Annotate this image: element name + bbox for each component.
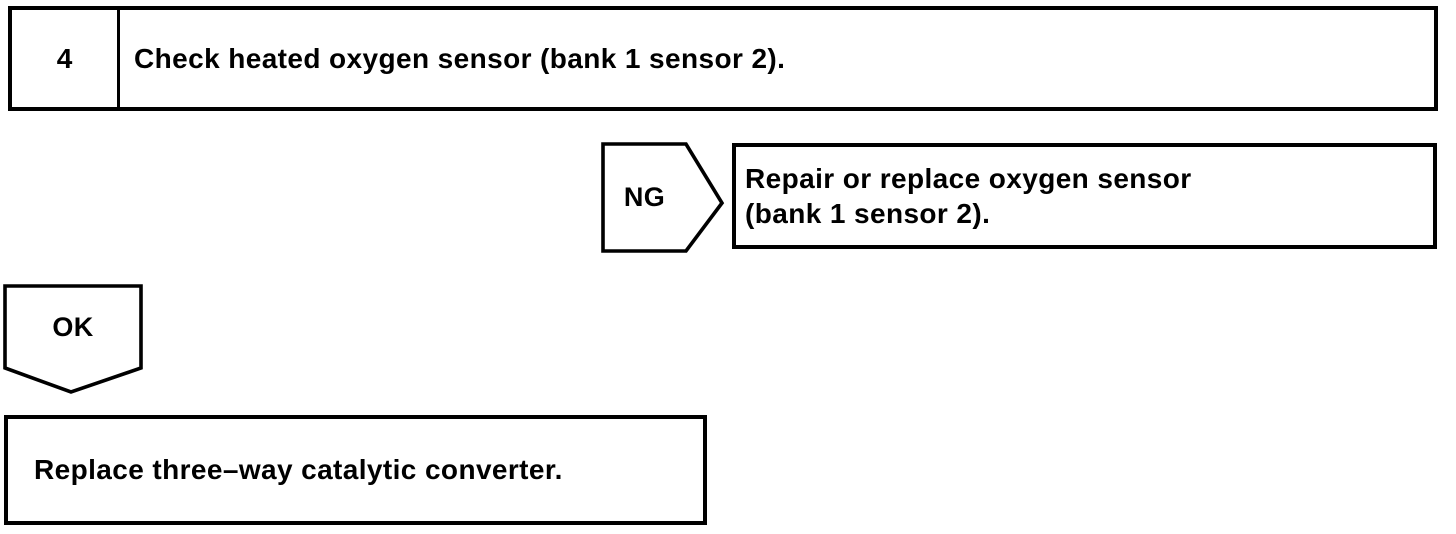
ok-connector-label: OK [52,311,94,342]
ng-action-line1: Repair or replace oxygen sensor [745,163,1192,194]
step-box: 4 Check heated oxygen sensor (bank 1 sen… [8,6,1438,111]
ng-action-box: Repair or replace oxygen sensor (bank 1 … [732,143,1437,249]
step-instruction: Check heated oxygen sensor (bank 1 senso… [134,42,786,74]
ok-connector-shape [3,284,143,394]
ng-pentagon-icon [601,142,725,253]
ng-action-line2: (bank 1 sensor 2). [745,198,991,229]
step-instruction-cell: Check heated oxygen sensor (bank 1 senso… [120,10,1434,107]
ok-pentagon-icon [3,284,143,394]
ng-connector-shape [601,142,725,253]
ng-connector-label: NG [623,182,666,212]
ok-action-text: Replace three–way catalytic converter. [34,454,563,485]
ok-action-box: Replace three–way catalytic converter. [4,415,707,525]
step-number: 4 [12,10,120,107]
